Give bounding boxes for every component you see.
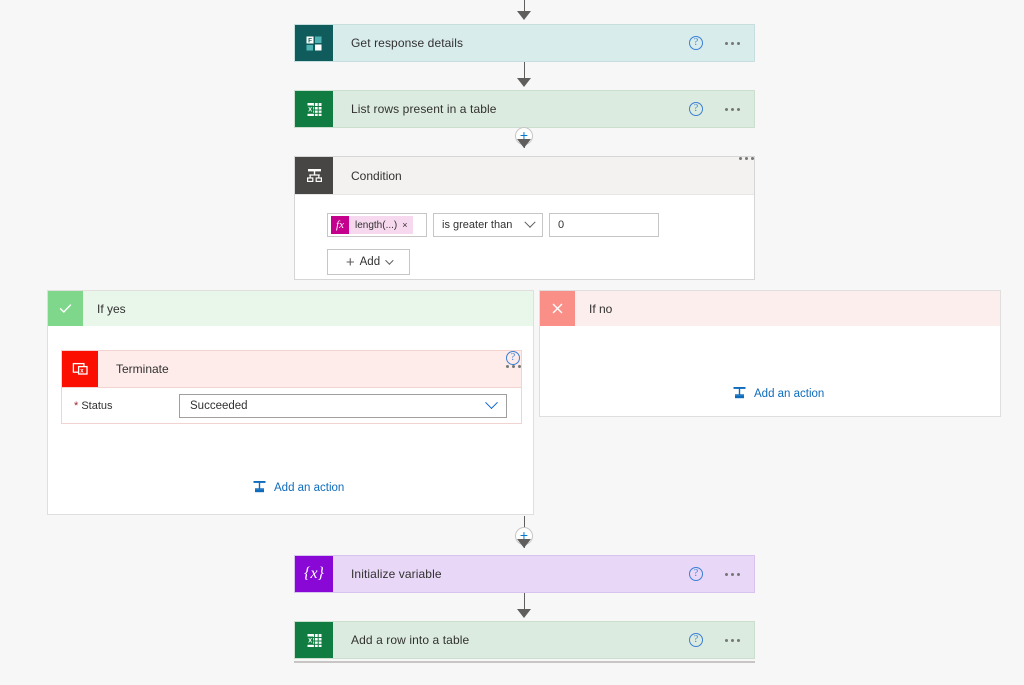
microsoft-forms-icon: F bbox=[295, 25, 333, 61]
help-icon[interactable]: ? bbox=[689, 567, 703, 581]
variable-icon: {x} bbox=[295, 556, 333, 592]
action-title: Initialize variable bbox=[351, 567, 442, 581]
chevron-down-icon bbox=[485, 396, 498, 410]
status-select[interactable]: Succeeded bbox=[179, 393, 507, 418]
svg-text:x: x bbox=[80, 368, 84, 374]
plus-icon: + bbox=[345, 253, 355, 271]
branch-if-yes: If yes x Terminate ? bbox=[47, 290, 534, 515]
branch-if-yes-label: If yes bbox=[97, 301, 126, 316]
action-title: Get response details bbox=[351, 36, 464, 50]
branch-if-no: If no Add an action bbox=[539, 290, 1001, 417]
connector-line-4 bbox=[524, 593, 525, 610]
condition-left-operand-field[interactable]: fx length(...) × bbox=[327, 213, 427, 237]
checkmark-icon bbox=[48, 291, 83, 326]
action-card-get-response-details[interactable]: F Get response details ? bbox=[294, 24, 755, 62]
branch-if-no-label: If no bbox=[589, 301, 613, 316]
add-action-icon bbox=[732, 385, 747, 403]
card-actions: ? bbox=[689, 622, 754, 658]
overflow-menu-icon[interactable] bbox=[739, 157, 754, 160]
add-an-action-no[interactable]: Add an action bbox=[732, 385, 824, 403]
close-x-icon bbox=[540, 291, 575, 326]
add-an-action-label: Add an action bbox=[754, 388, 825, 400]
condition-scope: Condition fx length(...) × is greater th… bbox=[294, 156, 755, 280]
card-actions: ? bbox=[689, 91, 754, 127]
excel-icon: X bbox=[295, 91, 333, 127]
action-title: Terminate bbox=[116, 362, 169, 376]
connector-line-top bbox=[524, 0, 525, 12]
bottom-divider bbox=[294, 661, 755, 663]
help-icon[interactable]: ? bbox=[689, 633, 703, 647]
required-marker: * bbox=[74, 399, 79, 412]
condition-operator-value: is greater than bbox=[442, 219, 513, 231]
chevron-down-icon bbox=[524, 216, 536, 228]
condition-control-icon bbox=[295, 157, 333, 194]
help-icon[interactable]: ? bbox=[506, 351, 520, 365]
card-actions: ? bbox=[506, 351, 521, 387]
remove-token-icon[interactable]: × bbox=[402, 220, 408, 230]
condition-operator-select[interactable]: is greater than bbox=[433, 213, 543, 237]
overflow-menu-icon[interactable] bbox=[725, 41, 740, 45]
condition-body: fx length(...) × is greater than 0 + Add bbox=[295, 195, 754, 275]
terminate-body: * Status Succeeded bbox=[62, 387, 521, 423]
connector-arrow-3 bbox=[517, 539, 531, 548]
overflow-menu-icon[interactable] bbox=[725, 107, 740, 111]
card-actions bbox=[739, 157, 754, 194]
card-actions: ? bbox=[689, 25, 754, 61]
status-field-label: * Status bbox=[74, 400, 179, 412]
chevron-down-icon bbox=[385, 256, 394, 265]
condition-right-operand-field[interactable]: 0 bbox=[549, 213, 659, 237]
branch-if-no-header[interactable]: If no bbox=[540, 291, 1000, 326]
excel-icon: X bbox=[295, 622, 333, 658]
connector-line-1 bbox=[524, 62, 525, 79]
condition-add-button[interactable]: + Add bbox=[327, 249, 410, 275]
card-actions: ? bbox=[689, 556, 754, 592]
overflow-menu-icon[interactable] bbox=[725, 638, 740, 642]
help-icon[interactable]: ? bbox=[689, 36, 703, 50]
expression-token[interactable]: fx length(...) × bbox=[331, 216, 413, 234]
terminate-header[interactable]: x Terminate ? bbox=[62, 351, 521, 387]
overflow-menu-icon[interactable] bbox=[725, 572, 740, 576]
action-title: List rows present in a table bbox=[351, 102, 497, 116]
action-card-initialize-variable[interactable]: {x} Initialize variable ? bbox=[294, 555, 755, 593]
expression-token-text: length(...) bbox=[355, 219, 398, 231]
overflow-menu-icon[interactable] bbox=[506, 365, 521, 368]
add-an-action-yes[interactable]: Add an action bbox=[252, 479, 344, 497]
connector-arrow-4 bbox=[517, 609, 531, 618]
condition-add-label: Add bbox=[359, 256, 381, 268]
action-card-add-a-row-into-a-table[interactable]: X Add a row into a table ? bbox=[294, 621, 755, 659]
add-action-icon bbox=[252, 479, 267, 497]
terminate-icon: x bbox=[62, 351, 98, 387]
add-an-action-label: Add an action bbox=[274, 482, 345, 494]
status-label-text: Status bbox=[81, 399, 113, 412]
status-select-value: Succeeded bbox=[190, 399, 248, 412]
action-card-terminate[interactable]: x Terminate ? * Status Succeeded bbox=[61, 350, 522, 424]
connector-arrow-1 bbox=[517, 78, 531, 87]
condition-title: Condition bbox=[351, 168, 402, 183]
svg-text:X: X bbox=[308, 638, 312, 644]
condition-row: fx length(...) × is greater than 0 bbox=[327, 213, 754, 237]
branch-if-yes-header[interactable]: If yes bbox=[48, 291, 533, 326]
action-card-list-rows-present-in-a-table[interactable]: X List rows present in a table ? bbox=[294, 90, 755, 128]
condition-header[interactable]: Condition bbox=[295, 157, 754, 195]
help-icon[interactable]: ? bbox=[689, 102, 703, 116]
connector-arrow-top bbox=[517, 11, 531, 20]
svg-text:F: F bbox=[308, 37, 312, 44]
action-title: Add a row into a table bbox=[351, 633, 470, 647]
svg-text:X: X bbox=[308, 107, 312, 113]
fx-icon: fx bbox=[331, 216, 349, 234]
connector-arrow-2 bbox=[517, 139, 531, 148]
connector-line-3a bbox=[524, 516, 525, 528]
